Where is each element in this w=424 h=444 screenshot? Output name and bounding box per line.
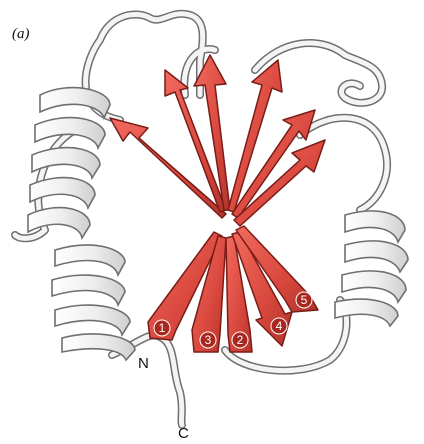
n-terminus-label: N: [138, 355, 149, 372]
c-terminus-label: C: [178, 425, 189, 442]
panel-label: (a): [12, 26, 30, 42]
strand-4-label: 4: [276, 319, 283, 333]
beta-strands: [110, 55, 325, 352]
helix-left-upper: [28, 88, 110, 238]
strand-1-label: 1: [159, 321, 166, 335]
strand-2-label: 2: [237, 333, 244, 347]
strand-5-label: 5: [301, 293, 308, 307]
helix-left-lower: [52, 245, 135, 360]
strand-3-label: 3: [205, 333, 212, 347]
helix-right: [335, 211, 408, 326]
